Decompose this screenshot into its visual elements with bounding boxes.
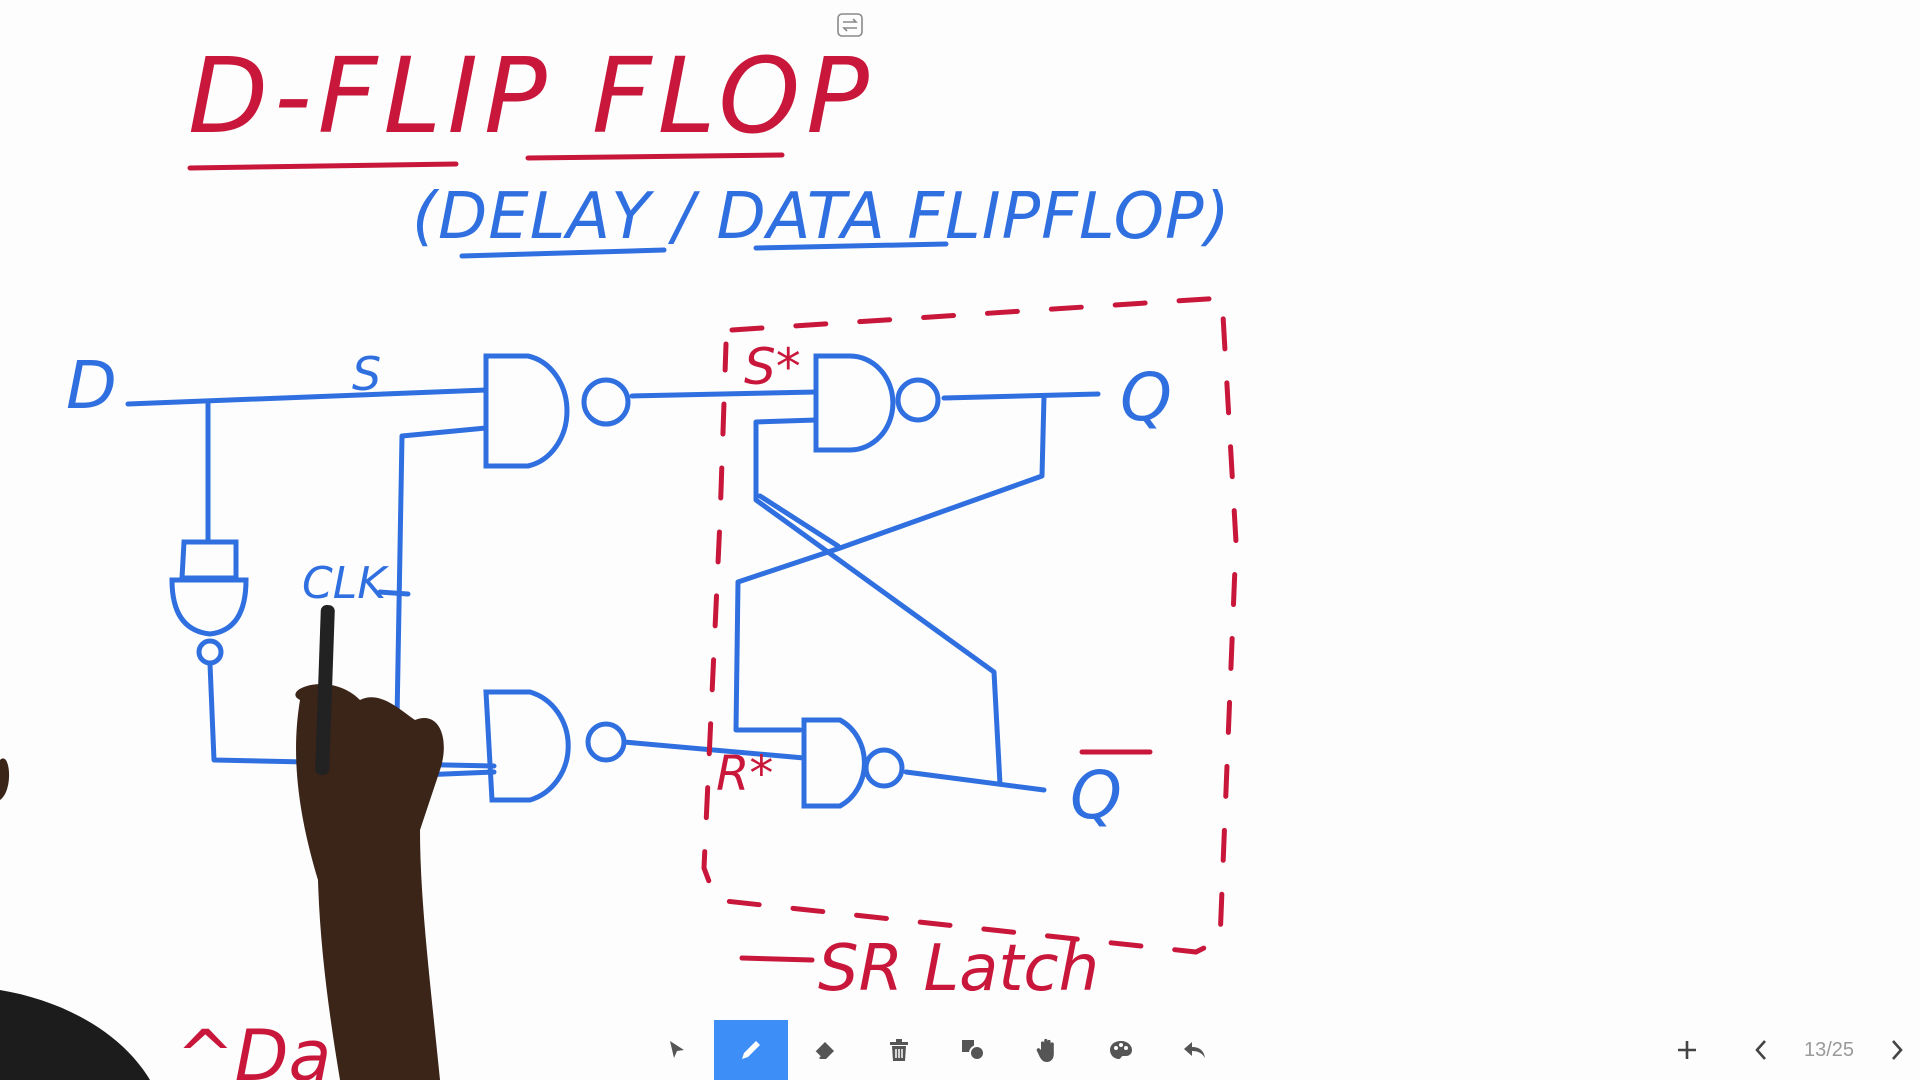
nand-gate-bottom-left	[483, 689, 627, 803]
chevron-left-icon	[1755, 1040, 1766, 1060]
label-r-star: R*	[716, 746, 773, 802]
circuit-wiring	[125, 387, 1101, 793]
sr-latch-underline	[739, 955, 815, 963]
label-clk: CLK	[302, 558, 389, 609]
bottom-writing-fragment: ^Da	[176, 1015, 331, 1080]
swap-handle-icon[interactable]	[836, 12, 864, 38]
label-sr-latch: SR Latch	[818, 932, 1099, 1006]
trash-icon	[890, 1039, 908, 1061]
next-page-button[interactable]	[1874, 1020, 1920, 1080]
label-q-output: Q	[1120, 359, 1172, 436]
board-title: D-FLIP FLOP	[188, 35, 875, 157]
nand-gate-latch-bottom	[801, 717, 905, 809]
presenter-hand	[0, 605, 444, 1080]
label-s-star: S*	[744, 338, 801, 396]
color-tool-button[interactable]	[1084, 1020, 1158, 1080]
label-q-bar-output: Q	[1070, 757, 1122, 834]
pen-tool-button[interactable]	[714, 1020, 788, 1080]
sr-latch-boundary	[701, 295, 1239, 955]
plus-icon	[1678, 1041, 1696, 1059]
previous-page-button[interactable]	[1738, 1020, 1784, 1080]
not-gate	[169, 539, 249, 666]
select-tool-button[interactable]	[640, 1020, 714, 1080]
hand-icon	[1036, 1038, 1054, 1062]
subtitle-underline-data	[753, 241, 949, 251]
title-underline-right	[525, 152, 785, 161]
drawing-toolbar	[640, 1020, 1232, 1080]
undo-icon	[1184, 1042, 1205, 1058]
board-subtitle: (DELAY / DATA FLIPFLOP)	[412, 180, 1231, 254]
nand-gate-latch-top	[813, 353, 941, 453]
chevron-right-icon	[1892, 1040, 1903, 1060]
page-indicator: 13/25	[1803, 1038, 1855, 1061]
title-underline-left	[187, 161, 459, 171]
subtitle-underline-delay	[459, 247, 667, 259]
add-page-button[interactable]	[1664, 1020, 1710, 1080]
eraser-tool-button[interactable]	[788, 1020, 862, 1080]
shapes-icon	[962, 1040, 985, 1061]
pan-tool-button[interactable]	[1010, 1020, 1084, 1080]
palette-icon	[1110, 1041, 1132, 1059]
undo-tool-button[interactable]	[1158, 1020, 1232, 1080]
pen-icon	[742, 1041, 760, 1059]
page-navigation: 13/25	[1664, 1020, 1920, 1080]
delete-tool-button[interactable]	[862, 1020, 936, 1080]
label-d-input: D	[66, 347, 117, 424]
shapes-tool-button[interactable]	[936, 1020, 1010, 1080]
nand-gate-top-left	[483, 353, 631, 469]
pointer-arrow-icon	[670, 1041, 684, 1058]
eraser-icon	[814, 1042, 834, 1059]
